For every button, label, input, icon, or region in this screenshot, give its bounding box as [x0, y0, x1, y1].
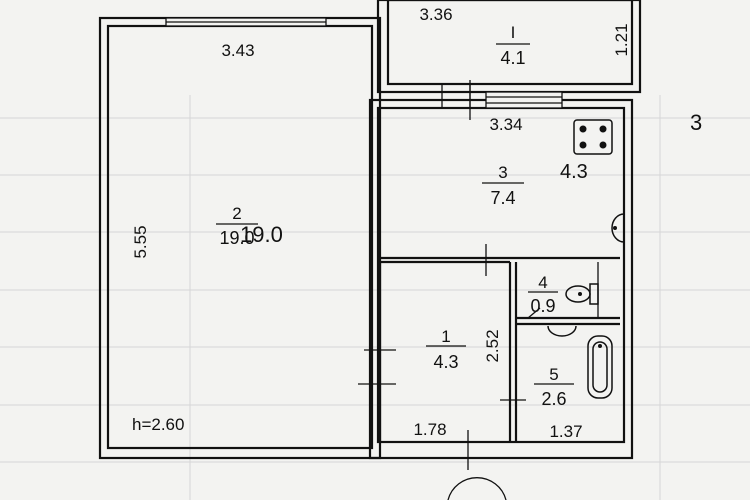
dim-bath-width: 1.37 — [549, 422, 582, 441]
room-1-number: 1 — [441, 327, 450, 346]
room-1-area: 4.3 — [433, 352, 458, 372]
svg-text:19.0: 19.0 — [240, 222, 283, 247]
sink-icon — [611, 213, 625, 243]
stove-icon — [573, 119, 613, 155]
svg-text:4.3: 4.3 — [560, 161, 588, 183]
room-2-area: 19.0 — [219, 228, 254, 248]
ceiling-height: h=2.60 — [132, 415, 184, 434]
room-5-number: 5 — [549, 365, 558, 384]
dim-hall-length: 2.52 — [483, 329, 502, 362]
room-3-area: 7.4 — [490, 188, 515, 208]
room-3-number: 3 — [498, 163, 507, 182]
door-marks — [358, 244, 541, 470]
entrance-door-arc — [447, 477, 507, 500]
dim-hall-width: 1.78 — [413, 420, 446, 439]
background-table-lines — [0, 95, 750, 500]
interior-walls — [378, 256, 620, 442]
toilet-icon — [565, 283, 599, 305]
room-4-number: 4 — [538, 273, 547, 292]
dim-kitchen-width: 3.34 — [489, 115, 522, 134]
room-4-area: 0.9 — [530, 296, 555, 316]
window-room2 — [165, 17, 327, 27]
loggia-area: 4.1 — [500, 48, 525, 68]
room-2-number: 2 — [232, 204, 241, 223]
loggia-outline — [376, 0, 642, 94]
dim-loggia-depth: 1.21 — [612, 23, 631, 56]
dim-room2-width: 3.43 — [221, 41, 254, 60]
area-fraction-lines — [216, 43, 574, 385]
dim-loggia-width: 3.36 — [419, 5, 452, 24]
room-5-area: 2.6 — [541, 389, 566, 409]
window-kitchen — [485, 91, 563, 109]
loggia-number: I — [511, 23, 516, 42]
washbasin-icon — [547, 325, 577, 337]
dim-room2-length: 5.55 — [131, 225, 150, 258]
svg-text:3: 3 — [690, 110, 702, 135]
bathtub-icon — [587, 335, 613, 399]
balcony-door — [441, 80, 471, 120]
